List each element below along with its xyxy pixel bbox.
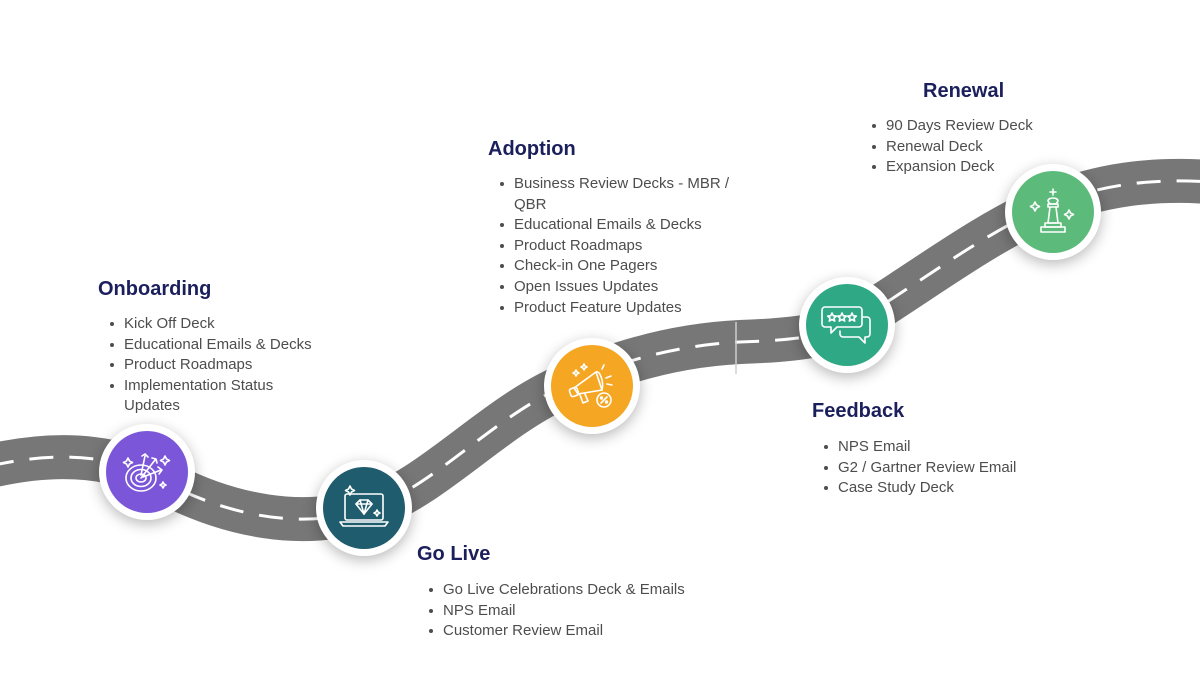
- list-item: Educational Emails & Decks: [500, 215, 745, 236]
- list-item: NPS Email: [824, 437, 1084, 458]
- golive-list: Go Live Celebrations Deck & Emails NPS E…: [429, 580, 729, 642]
- adoption-title: Adoption: [488, 138, 576, 160]
- list-item: Product Roadmaps: [110, 355, 325, 376]
- megaphone-percent-icon: [568, 363, 613, 408]
- renewal-node: [1005, 164, 1101, 260]
- list-item: Product Feature Updates: [500, 298, 745, 319]
- chat-stars-icon: [821, 306, 871, 344]
- list-item: Product Roadmaps: [500, 236, 745, 257]
- list-item: Open Issues Updates: [500, 277, 745, 298]
- laptop-diamond-icon: [339, 485, 389, 527]
- list-item: 90 Days Review Deck: [872, 116, 1092, 137]
- list-item: Check-in One Pagers: [500, 256, 745, 277]
- target-arrows-icon: [122, 453, 171, 492]
- list-item: Kick Off Deck: [110, 314, 325, 335]
- list-item: Expansion Deck: [872, 157, 1092, 178]
- renewal-list: 90 Days Review Deck Renewal Deck Expansi…: [872, 116, 1092, 178]
- onboarding-title: Onboarding: [98, 278, 212, 300]
- feedback-title: Feedback: [812, 400, 905, 422]
- feedback-node: [799, 277, 895, 373]
- adoption-node: [544, 338, 640, 434]
- list-item: Customer Review Email: [429, 621, 729, 642]
- list-item: Business Review Decks - MBR / QBR: [500, 174, 745, 215]
- feedback-list: NPS Email G2 / Gartner Review Email Case…: [824, 437, 1084, 499]
- list-item: G2 / Gartner Review Email: [824, 458, 1084, 479]
- list-item: Case Study Deck: [824, 478, 1084, 499]
- list-item: Renewal Deck: [872, 137, 1092, 158]
- list-item: Educational Emails & Decks: [110, 335, 325, 356]
- chess-king-icon: [1029, 188, 1075, 233]
- golive-title: Go Live: [417, 543, 491, 565]
- renewal-title: Renewal: [923, 80, 1005, 102]
- onboarding-list: Kick Off Deck Educational Emails & Decks…: [110, 314, 325, 417]
- adoption-list: Business Review Decks - MBR / QBR Educat…: [500, 174, 745, 318]
- list-item: Go Live Celebrations Deck & Emails: [429, 580, 729, 601]
- onboarding-node: [99, 424, 195, 520]
- golive-node: [316, 460, 412, 556]
- list-item: NPS Email: [429, 601, 729, 622]
- list-item: Implementation Status Updates: [110, 376, 289, 417]
